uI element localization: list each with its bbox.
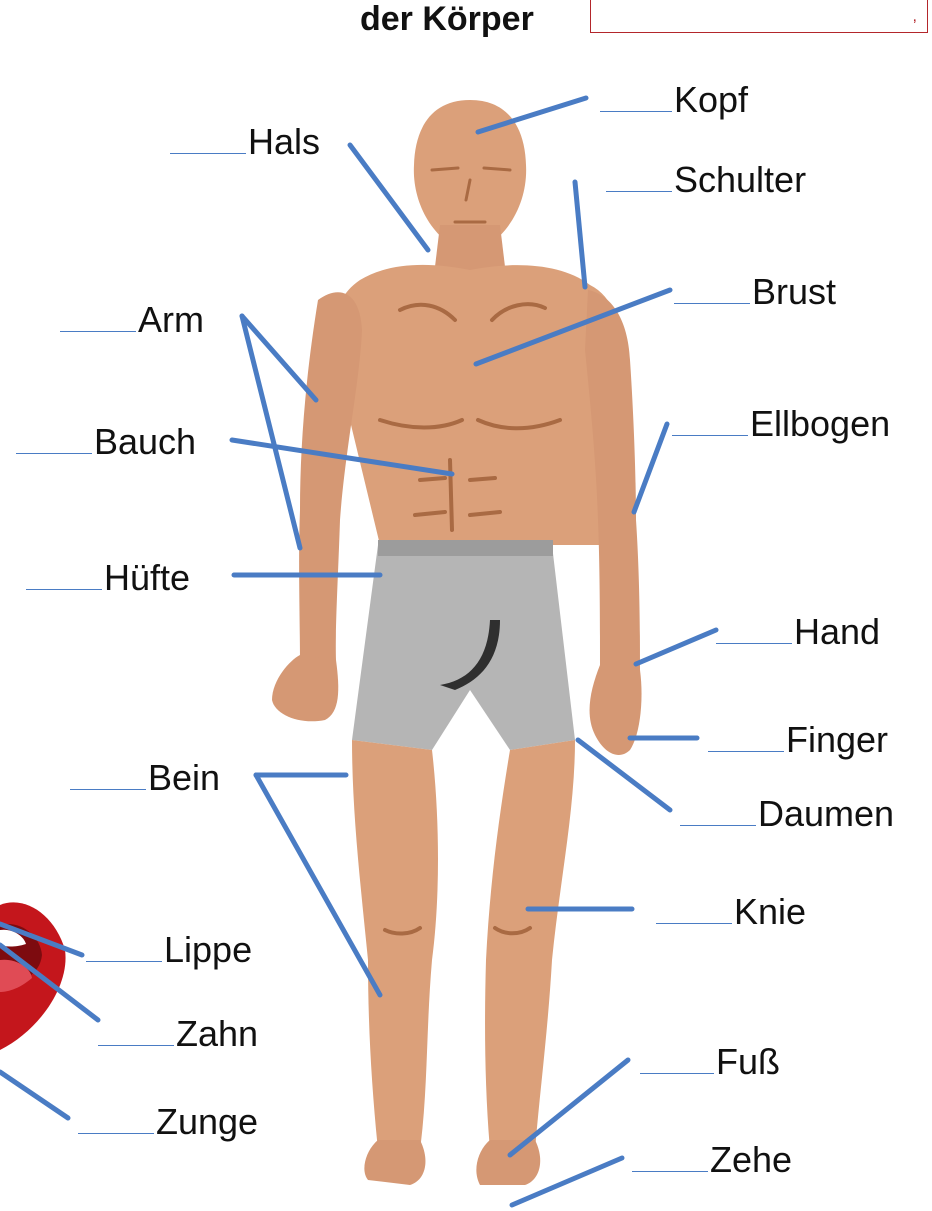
blank-field[interactable] [672, 407, 748, 436]
label-brust: Brust [674, 272, 836, 312]
label-fuss: Fuß [640, 1042, 780, 1082]
label-text: Knie [734, 891, 806, 932]
blank-field[interactable] [16, 425, 92, 454]
label-text: Hals [248, 121, 320, 162]
blank-field[interactable] [600, 83, 672, 112]
label-ellbogen: Ellbogen [672, 404, 890, 444]
label-text: Ellbogen [750, 403, 890, 444]
blank-field[interactable] [680, 797, 756, 826]
blank-field[interactable] [674, 275, 750, 304]
label-arm: Arm [60, 300, 204, 340]
label-text: Daumen [758, 793, 894, 834]
label-text: Bein [148, 757, 220, 798]
blank-field[interactable] [98, 1017, 174, 1046]
label-text: Zunge [156, 1101, 258, 1142]
label-text: Schulter [674, 159, 806, 200]
label-text: Bauch [94, 421, 196, 462]
blank-field[interactable] [170, 125, 246, 154]
blank-field[interactable] [632, 1143, 708, 1172]
label-text: Kopf [674, 79, 748, 120]
blank-field[interactable] [78, 1105, 154, 1134]
label-zahn: Zahn [98, 1014, 258, 1054]
label-text: Brust [752, 271, 836, 312]
blank-field[interactable] [656, 895, 732, 924]
label-bauch: Bauch [16, 422, 196, 462]
mouth-image [0, 902, 66, 1050]
label-text: Hüfte [104, 557, 190, 598]
human-figure [272, 100, 642, 1185]
label-zehe: Zehe [632, 1140, 792, 1180]
label-text: Hand [794, 611, 880, 652]
label-kopf: Kopf [600, 80, 748, 120]
label-schulter: Schulter [606, 160, 806, 200]
label-daumen: Daumen [680, 794, 894, 834]
blank-field[interactable] [606, 163, 672, 192]
label-hals: Hals [170, 122, 320, 162]
label-text: Finger [786, 719, 888, 760]
label-huefte: Hüfte [26, 558, 190, 598]
label-text: Lippe [164, 929, 252, 970]
label-text: Arm [138, 299, 204, 340]
label-knie: Knie [656, 892, 806, 932]
label-text: Fuß [716, 1041, 780, 1082]
label-text: Zehe [710, 1139, 792, 1180]
blank-field[interactable] [640, 1045, 714, 1074]
blank-field[interactable] [708, 723, 784, 752]
blank-field[interactable] [716, 615, 792, 644]
label-hand: Hand [716, 612, 880, 652]
label-text: Zahn [176, 1013, 258, 1054]
blank-field[interactable] [86, 933, 162, 962]
label-bein: Bein [70, 758, 220, 798]
blank-field[interactable] [26, 561, 102, 590]
blank-field[interactable] [60, 303, 136, 332]
label-finger: Finger [708, 720, 888, 760]
blank-field[interactable] [70, 761, 146, 790]
label-zunge: Zunge [78, 1102, 258, 1142]
label-lippe: Lippe [86, 930, 252, 970]
